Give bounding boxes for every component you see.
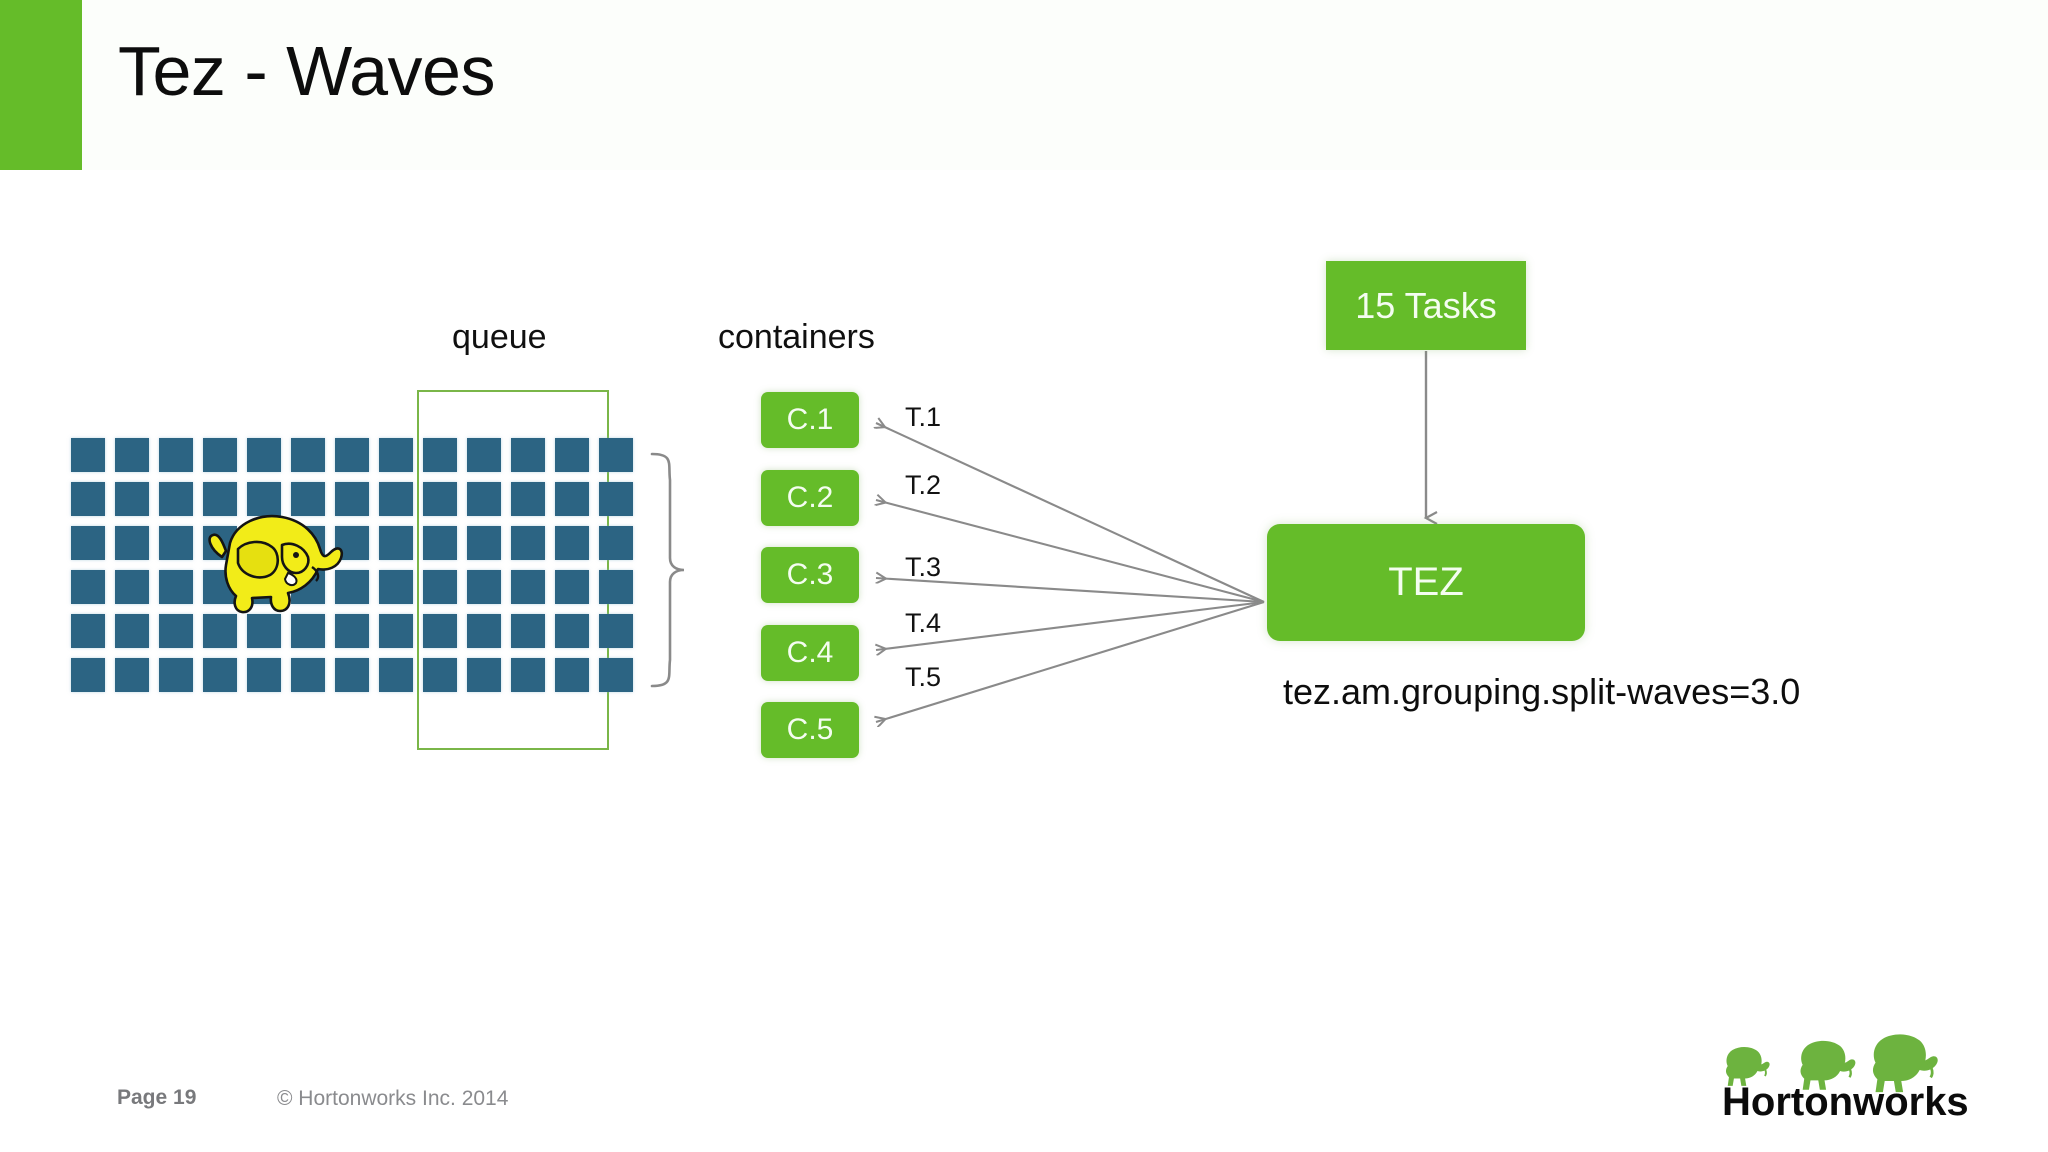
grouping-brace-icon [648,450,703,690]
task-label-t4: T.4 [905,608,942,638]
cluster-node-square [291,482,325,516]
cluster-node-square [467,526,501,560]
cluster-node-square [467,570,501,604]
cluster-node-square [335,570,369,604]
cluster-node-square [159,438,193,472]
container-box-c1[interactable]: C.1 [761,392,859,448]
cluster-node-square [379,658,413,692]
cluster-node-square [247,614,281,648]
cluster-node-square [115,570,149,604]
cluster-node-square [423,658,457,692]
task-label-t1: T.1 [905,402,942,432]
cluster-node-square [467,658,501,692]
cluster-node-square [203,658,237,692]
cluster-node-square [159,570,193,604]
cluster-node-square [511,482,545,516]
cluster-node-square [115,658,149,692]
cluster-node-square [379,614,413,648]
hortonworks-wordmark: Hortonworks [1722,1080,1969,1120]
cluster-node-square [115,614,149,648]
cluster-node-square [203,482,237,516]
cluster-node-square [599,658,633,692]
cluster-node-square [115,438,149,472]
cluster-node-square [467,614,501,648]
cluster-node-square [467,482,501,516]
cluster-node-square [511,614,545,648]
cluster-node-square [159,526,193,560]
page-title: Tez - Waves [118,32,495,110]
cluster-node-square [423,570,457,604]
slide-header [0,0,2048,170]
tez-engine-box[interactable]: TEZ [1267,524,1585,641]
cluster-node-square [247,438,281,472]
cluster-node-square [599,614,633,648]
cluster-node-square [511,438,545,472]
cluster-node-square [115,526,149,560]
cluster-node-square [115,482,149,516]
cluster-node-square [335,658,369,692]
cluster-node-square [555,614,589,648]
cluster-node-square [555,482,589,516]
task-label-t5: T.5 [905,662,942,692]
cluster-node-square [599,570,633,604]
cluster-node-square [335,438,369,472]
hortonworks-logo: Hortonworks [1720,1022,1970,1124]
cluster-node-square [467,438,501,472]
config-property-text: tez.am.grouping.split-waves=3.0 [1283,671,1801,712]
cluster-node-square [511,570,545,604]
cluster-node-square [291,658,325,692]
cluster-node-square [291,614,325,648]
task-label-t3: T.3 [905,552,942,582]
container-box-c4[interactable]: C.4 [761,624,859,681]
cluster-node-square [379,482,413,516]
cluster-node-square [291,438,325,472]
cluster-node-square [555,658,589,692]
tasks-count-box[interactable]: 15 Tasks [1326,261,1526,350]
cluster-node-square [423,614,457,648]
cluster-node-square [555,438,589,472]
containers-label: containers [718,318,875,356]
cluster-node-square [423,438,457,472]
cluster-node-square [555,526,589,560]
cluster-node-square [423,482,457,516]
cluster-node-square [159,482,193,516]
cluster-node-square [71,658,105,692]
copyright-notice: © Hortonworks Inc. 2014 [277,1087,509,1110]
cluster-node-square [159,658,193,692]
cluster-node-square [379,438,413,472]
cluster-node-square [555,570,589,604]
cluster-node-square [599,482,633,516]
cluster-node-square [203,614,237,648]
cluster-node-square [71,570,105,604]
hadoop-elephant-icon [200,505,345,620]
container-box-c3[interactable]: C.3 [761,547,859,603]
task-label-t2: T.2 [905,470,942,500]
cluster-node-square [423,526,457,560]
cluster-node-square [71,614,105,648]
cluster-node-square [71,482,105,516]
cluster-node-square [335,482,369,516]
cluster-node-square [247,658,281,692]
cluster-node-square [335,614,369,648]
cluster-node-square [159,614,193,648]
container-box-c5[interactable]: C.5 [761,702,859,758]
cluster-node-square [247,482,281,516]
cluster-node-square [203,438,237,472]
cluster-node-square [599,438,633,472]
queue-label: queue [452,318,547,356]
cluster-node-square [511,658,545,692]
cluster-node-square [71,526,105,560]
header-accent-bar [0,0,82,170]
cluster-node-square [71,438,105,472]
cluster-node-square [599,526,633,560]
cluster-node-square [511,526,545,560]
container-box-c2[interactable]: C.2 [761,469,859,526]
page-number: Page 19 [117,1086,197,1109]
cluster-node-square [379,526,413,560]
cluster-node-square [379,570,413,604]
